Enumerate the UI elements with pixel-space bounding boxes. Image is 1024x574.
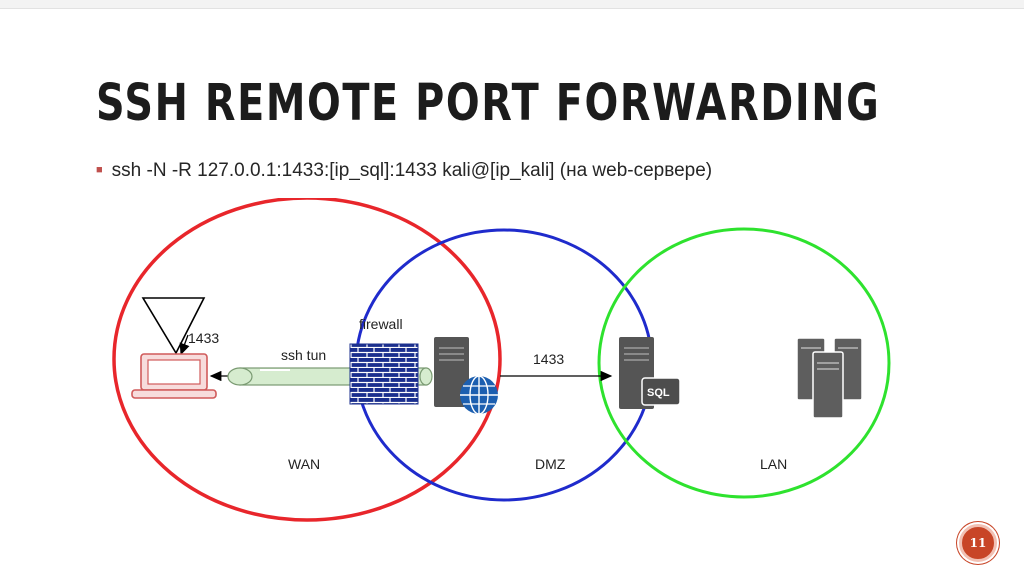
firewall-label: firewall — [359, 316, 403, 332]
bullet-marker-icon: ■ — [96, 164, 103, 176]
sql-server-icon — [619, 337, 681, 409]
bullet-item: ■ ssh -N -R 127.0.0.1:1433:[ip_sql]:1433 … — [96, 160, 712, 182]
ssh-tunnel-label: ssh tun — [281, 347, 326, 363]
sql-badge-label: SQL — [647, 387, 670, 399]
web-server-icon — [434, 337, 469, 407]
listen-port-label: 1433 — [188, 330, 219, 346]
network-diagram: WAN DMZ LAN 1433 ssh tun firewall — [112, 198, 891, 522]
wan-zone-label: WAN — [288, 456, 320, 472]
server-cluster-icon — [796, 337, 863, 419]
page-number: 11 — [969, 536, 987, 550]
wan-zone-circle — [112, 198, 502, 522]
slide-title: SSH REMOTE PORT FORWARDING — [96, 74, 881, 133]
listen-port-arrow — [179, 334, 190, 356]
bullet-text: ssh -N -R 127.0.0.1:1433:[ip_sql]:1433 k… — [111, 160, 713, 181]
globe-icon — [460, 375, 498, 415]
page-number-badge: 11 — [959, 524, 997, 562]
lan-zone-label: LAN — [760, 456, 787, 472]
lan-zone-circle — [597, 227, 891, 499]
top-rule — [0, 0, 1024, 9]
firewall-brick-icon — [349, 343, 419, 405]
dmz-zone-label: DMZ — [535, 456, 566, 472]
forward-port-label: 1433 — [533, 351, 564, 367]
projector-cone-icon — [141, 297, 206, 355]
laptop-icon — [131, 353, 217, 399]
